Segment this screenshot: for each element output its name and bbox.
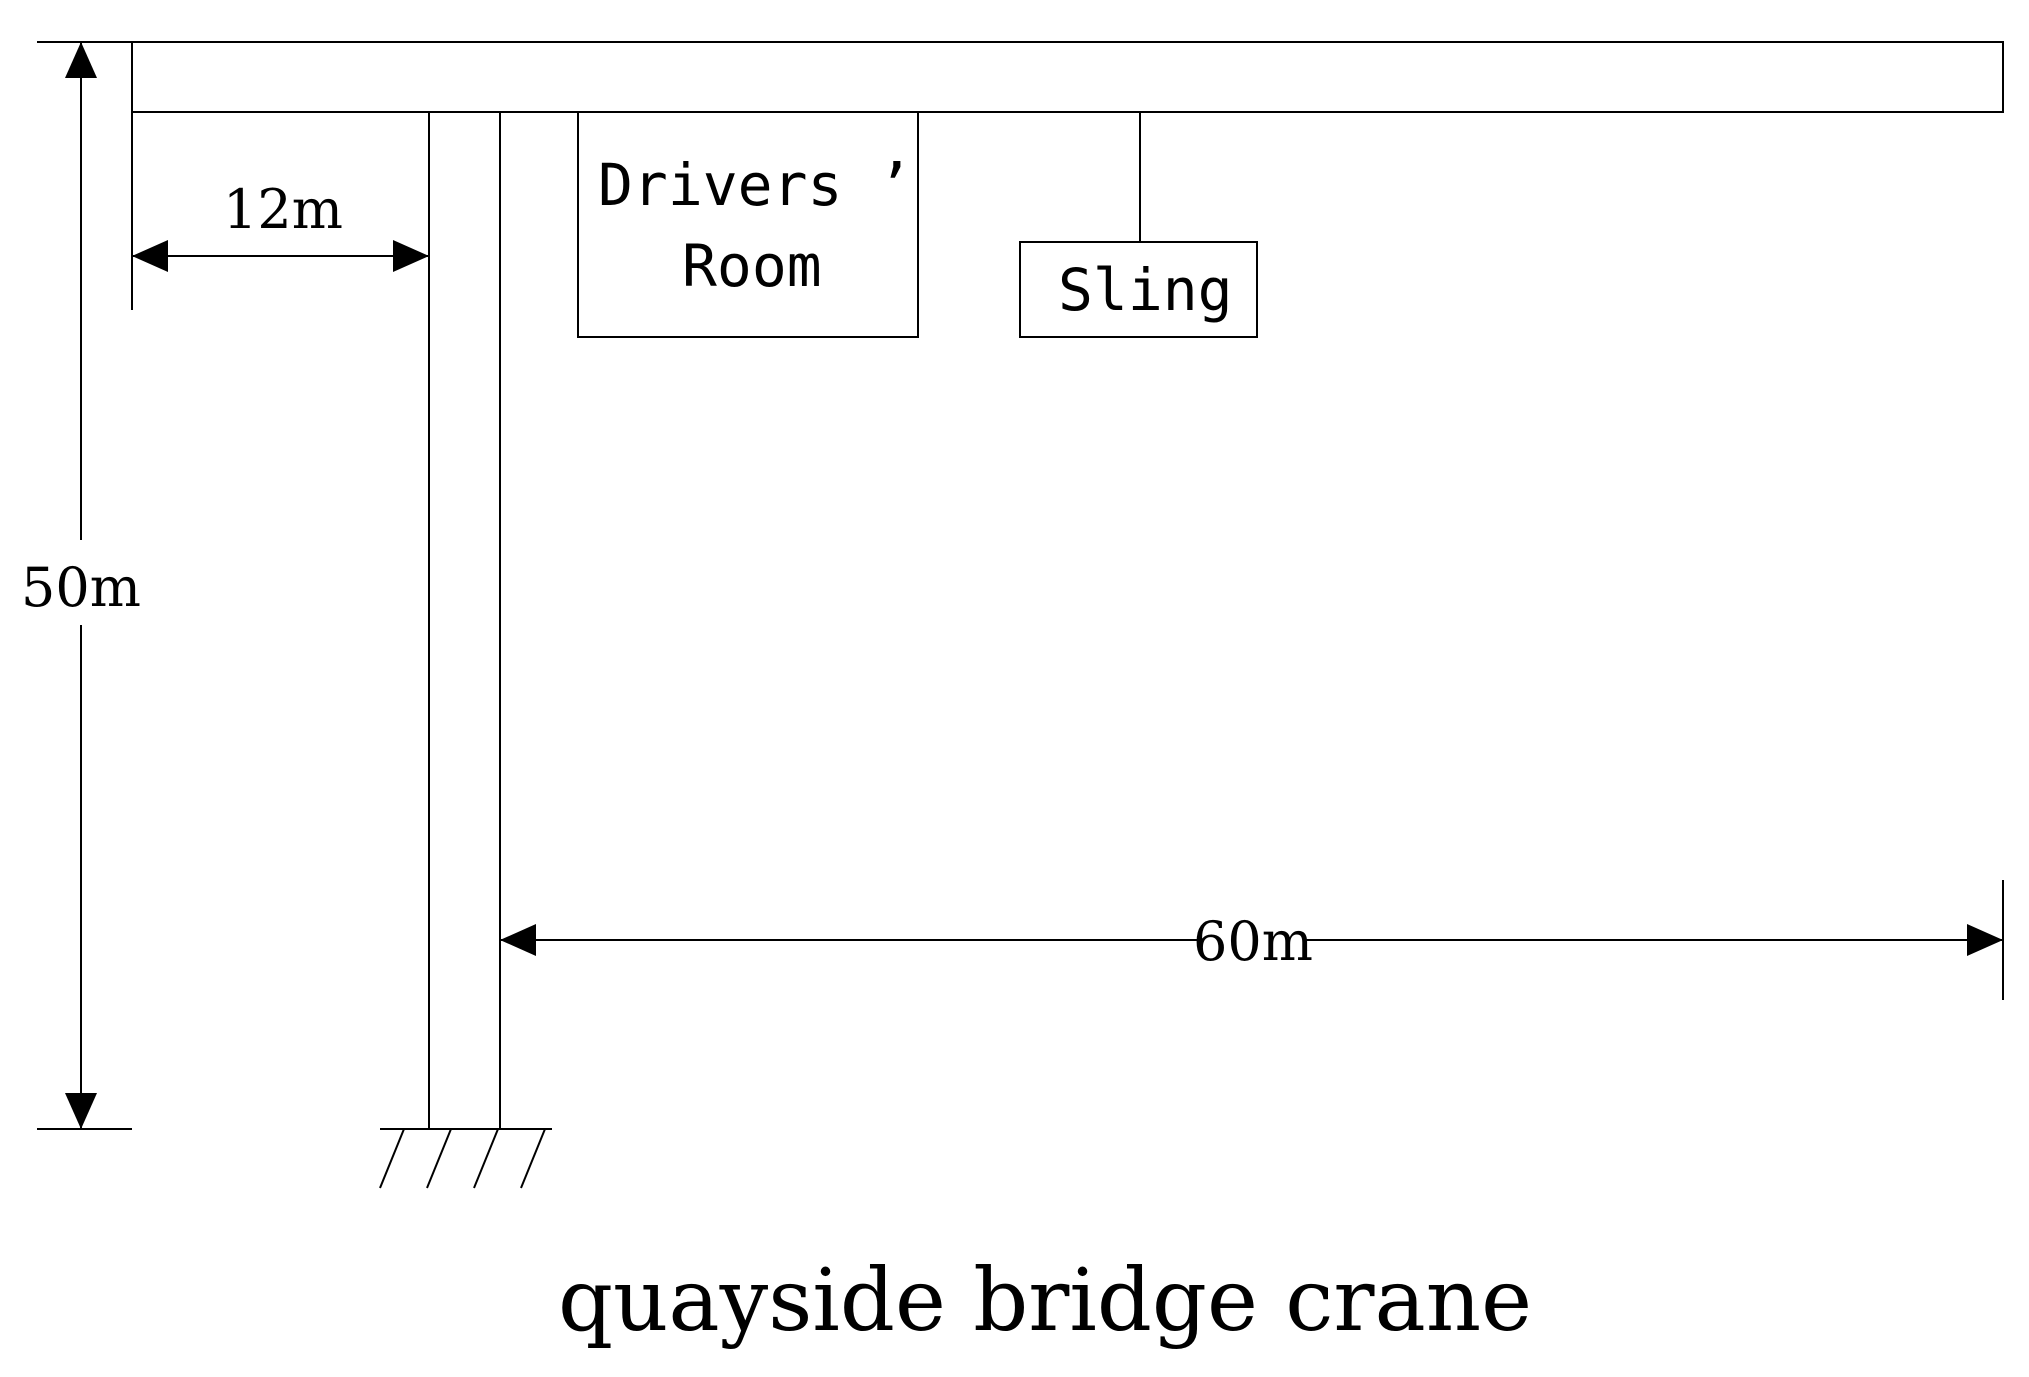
crane-boom	[131, 41, 2004, 113]
drivers-room-label-line2: Room	[682, 232, 822, 300]
arrow-up-icon	[65, 42, 97, 78]
dimension-outreach	[500, 880, 2004, 1000]
dimension-back-reach-label: 12m	[223, 178, 343, 241]
dimension-back-reach	[131, 112, 429, 310]
dimension-height-label: 50m	[21, 556, 141, 619]
drivers-room-box	[577, 111, 919, 338]
sling-box	[1019, 241, 1258, 338]
arrow-right-icon	[393, 240, 429, 272]
drivers-room-label-line1: Drivers ’	[598, 151, 912, 219]
ground-support	[379, 1128, 552, 1189]
arrow-left-icon	[500, 924, 536, 956]
arrow-right-icon	[1967, 924, 2003, 956]
arrow-down-icon	[65, 1093, 97, 1129]
diagram-caption: quayside bridge crane	[558, 1251, 1532, 1351]
sling-label: Sling	[1058, 256, 1233, 324]
dimension-height	[37, 41, 132, 1130]
dimension-outreach-label: 60m	[1193, 910, 1313, 973]
arrow-left-icon	[132, 240, 168, 272]
